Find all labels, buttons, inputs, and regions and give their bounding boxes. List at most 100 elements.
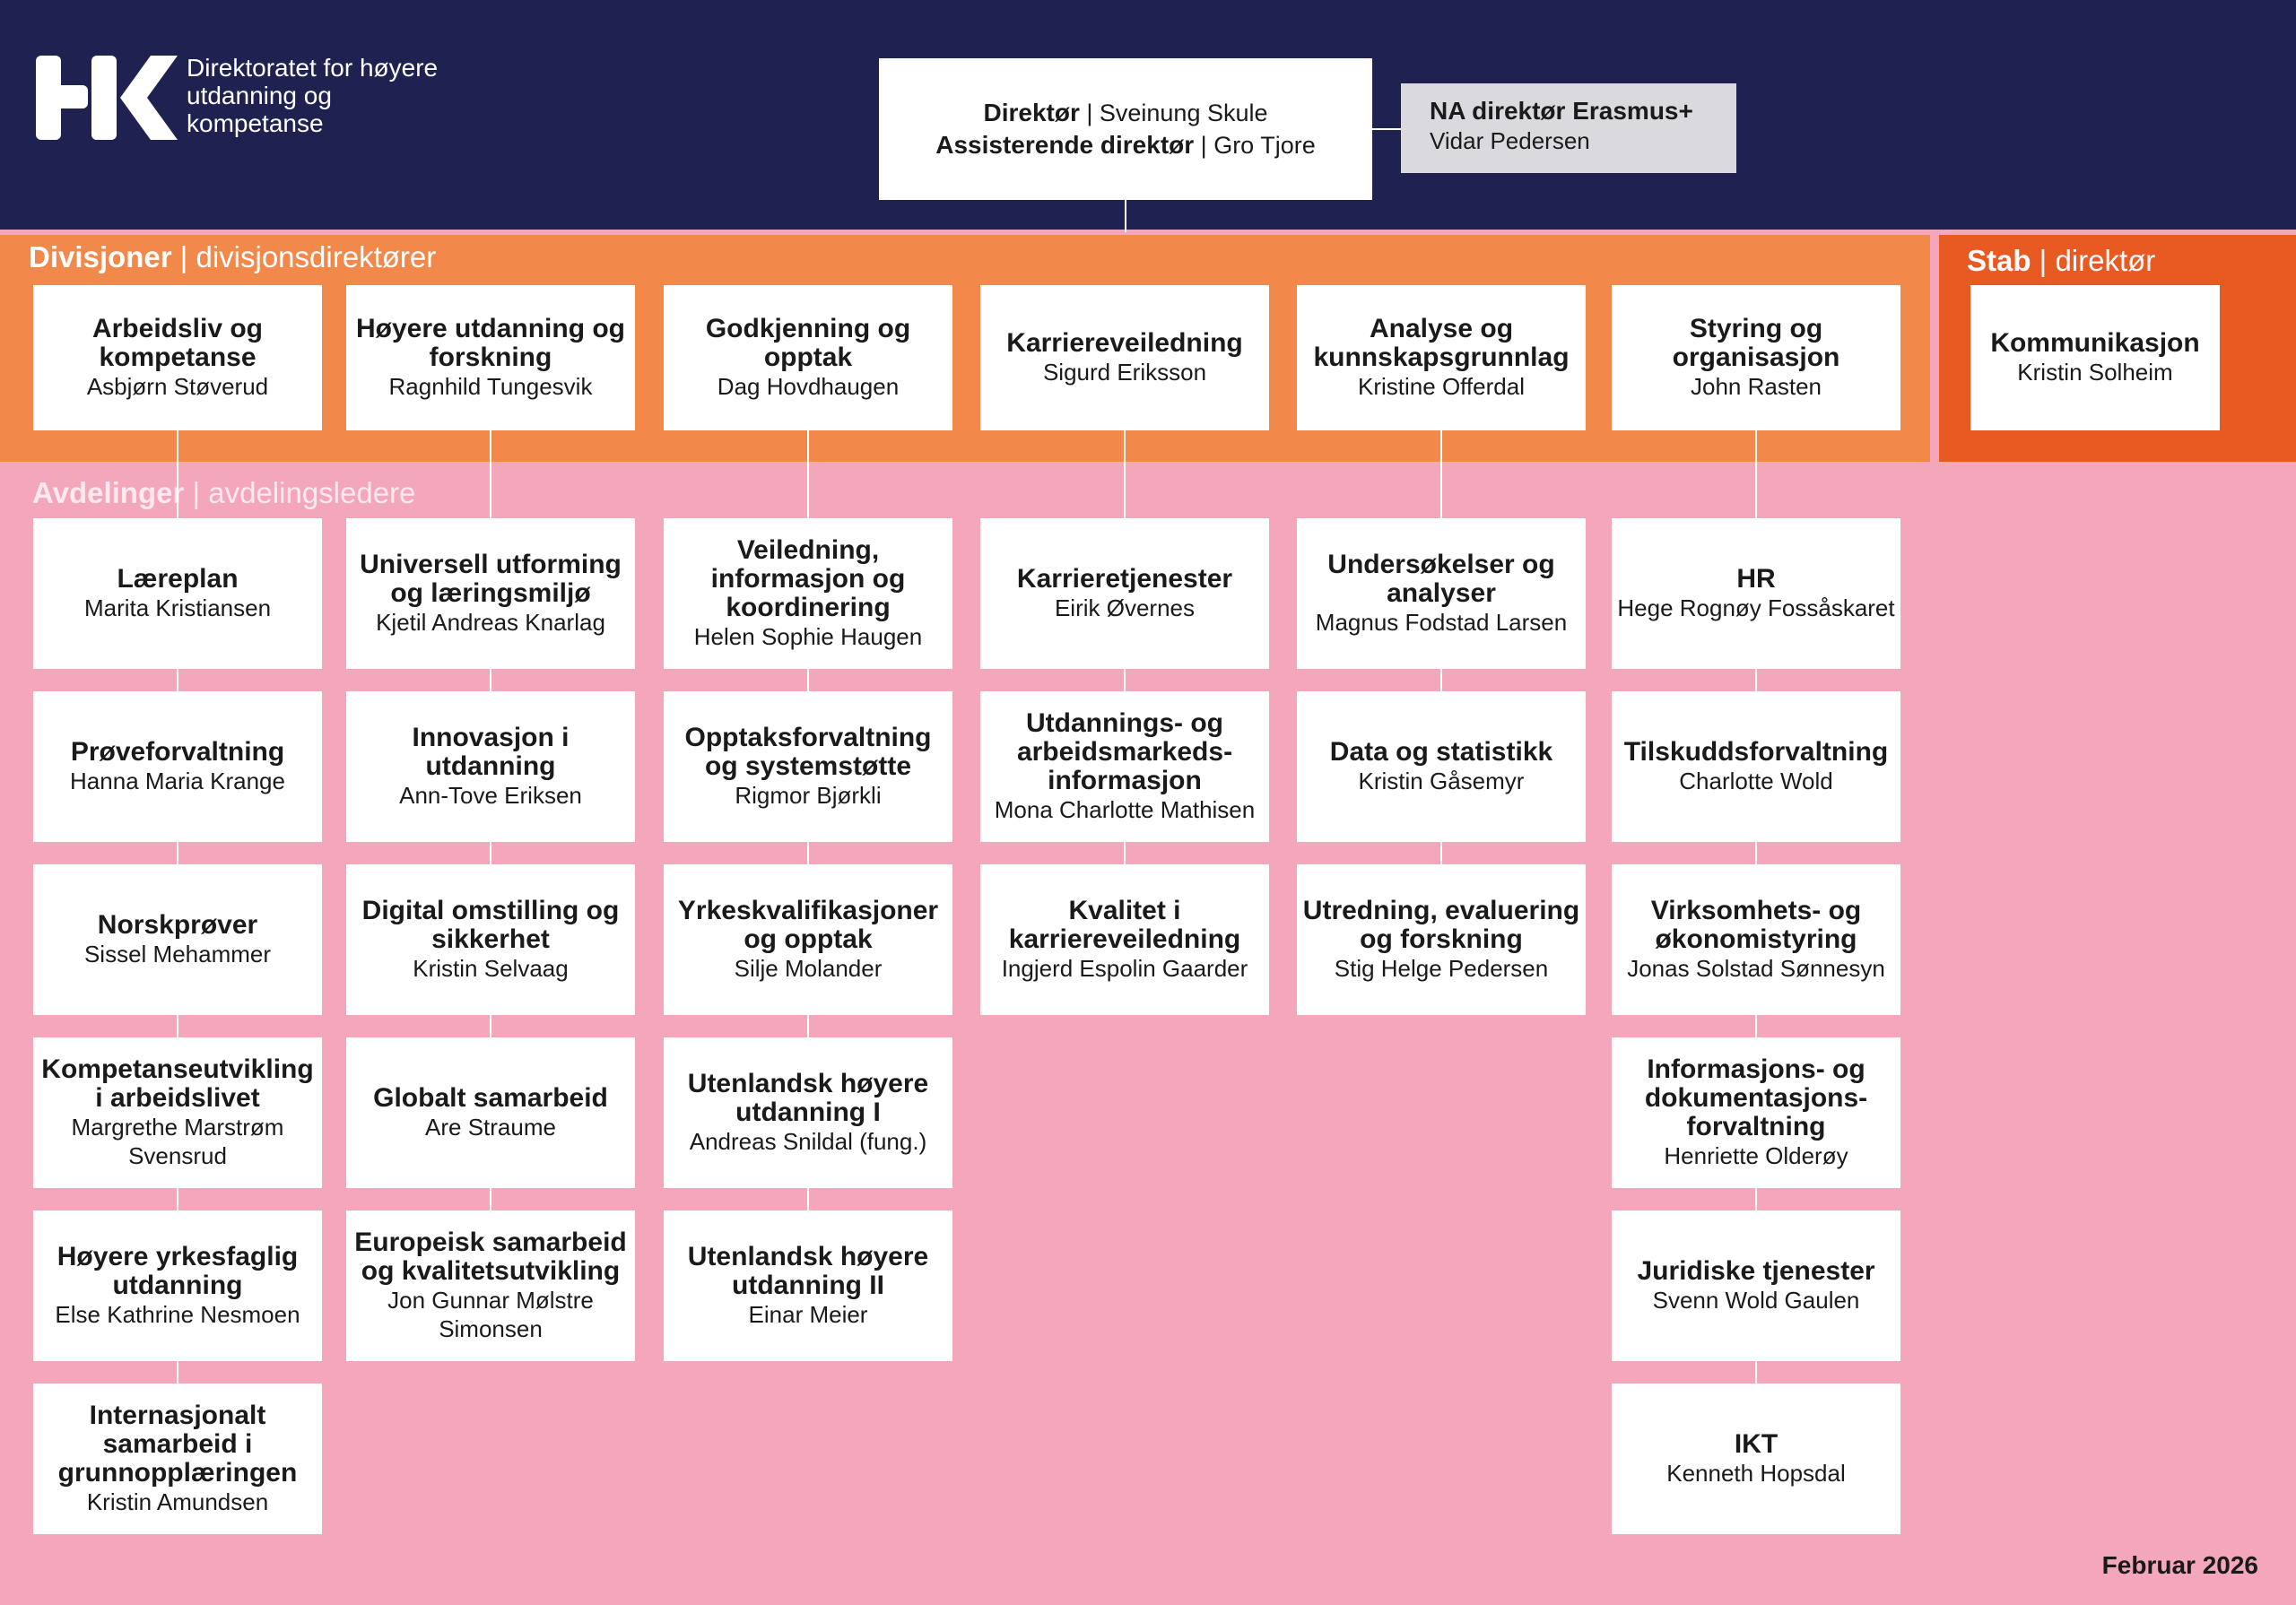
department-box-1-3-leader: Sissel Mehammer [83,941,272,967]
division-connector-2 [490,430,491,1286]
department-box-2-5-title: Europeisk samarbeid og kvalitetsutviklin… [354,1228,627,1286]
department-box-1-5-leader: Else Kathrine Nesmoen [55,1301,300,1328]
division-box-6-title: Styring og organisasjon [1672,314,1840,372]
department-box-6-2-leader: Charlotte Wold [1679,768,1833,794]
department-box-5-1-leader: Magnus Fodstad Larsen [1315,609,1568,636]
department-box-6-3-leader: Jonas Solstad Sønnesyn [1627,955,1885,982]
department-box-1-6-leader: Kristin Amundsen [86,1488,269,1515]
department-box-3-2-leader: Rigmor Bjørkli [735,782,882,809]
department-box-3-5-leader: Einar Meier [748,1301,868,1328]
department-box-4-2-leader: Mona Charlotte Mathisen [994,796,1256,823]
department-box-6-4-title: Informasjons- og dokumentasjons-forvaltn… [1644,1054,1868,1141]
department-box-2-2-title: Innovasjon i utdanning [412,723,570,781]
na-director-title: NA direktør Erasmus+ [1430,97,1693,125]
department-box-1-5-title: Høyere yrkesfaglig utdanning [57,1242,299,1300]
division-box-2-title: Høyere utdanning og forskning [356,314,625,372]
department-box-2-1-leader: Kjetil Andreas Knarlag [376,609,605,636]
department-box-6-1-title: HR [1736,564,1776,594]
department-box-1-3-title: Norskprøver [97,910,258,940]
department-box-2-4-title: Globalt samarbeid [373,1083,608,1113]
department-box-1-6: Internasjonalt samarbeid i grunnopplærin… [33,1384,322,1534]
department-box-3-4-leader: Andreas Snildal (fung.) [689,1128,927,1155]
department-box-4-3-leader: Ingjerd Espolin Gaarder [1001,955,1248,982]
department-box-3-3-title: Yrkeskvalifikasjoner og opptak [677,896,939,954]
division-box-5-title: Analyse og kunnskapsgrunnlag [1313,314,1570,372]
department-box-3-4-title: Utenlandsk høyere utdanning I [687,1069,929,1127]
department-box-2-3-leader: Kristin Selvaag [413,955,569,982]
stab-box: Kommunikasjon Kristin Solheim [1970,285,2220,430]
department-box-6-1-leader: Hege Rognøy Fossåskaret [1617,594,1895,621]
division-connector-3 [807,430,809,1286]
department-box-6-6-leader: Kenneth Hopsdal [1666,1460,1846,1487]
department-box-6-2-title: Tilskuddsforvaltning [1623,737,1889,767]
department-box-6-5-title: Juridiske tjenester [1637,1256,1875,1286]
department-box-1-4-leader: Margrethe Marstrøm Svensrud [71,1114,284,1169]
department-box-5-3-leader: Stig Helge Pedersen [1334,955,1549,982]
division-connector-4 [1124,430,1126,940]
department-box-1-1-title: Læreplan [117,564,239,594]
department-box-2-1-title: Universell utforming og læringsmiljø [360,550,622,608]
department-box-5-2-title: Data og statistikk [1329,737,1553,767]
department-box-1-1-leader: Marita Kristiansen [83,594,272,621]
department-box-5-3-title: Utredning, evaluering og forskning [1302,896,1580,954]
division-box-4-leader: Sigurd Eriksson [1042,359,1207,386]
department-box-6-3-title: Virksomhets- og økonomistyring [1650,896,1862,954]
director-divisions-connector [1125,200,1126,232]
department-box-6-4-leader: Henriette Olderøy [1664,1142,1848,1169]
na-director-box: NA direktør Erasmus+ Vidar Pedersen [1401,83,1736,173]
stab-title: Kommunikasjon [1990,328,2200,358]
department-box-2-5: Europeisk samarbeid og kvalitetsutviklin… [346,1210,635,1361]
org-name: Direktoratet for høyere utdanning og kom… [187,54,439,137]
departments-label: Avdelinger | avdelingsledere [32,476,416,509]
division-box-1-title: Arbeidsliv og kompetanse [91,314,264,372]
hk-logo [36,56,178,140]
division-box-5-leader: Kristine Offerdal [1358,373,1525,400]
department-box-5-1-title: Undersøkelser og analyser [1327,550,1555,608]
department-box-4-2: Utdannings- og arbeidsmarkeds-informasjo… [980,691,1269,842]
department-box-1-2-leader: Hanna Maria Krange [70,768,285,794]
assistant-director-title: Assisterende direktør [935,131,1195,159]
na-director-name: Vidar Pedersen [1430,127,1590,154]
department-box-3-5-title: Utenlandsk høyere utdanning II [687,1242,929,1300]
department-box-2-3-title: Digital omstilling og sikkerhet [361,896,620,954]
division-connector-5 [1440,430,1442,940]
department-box-4-3-title: Kvalitet i karriereveiledning [1008,896,1241,954]
director-name: Sveinung Skule [1099,100,1268,126]
division-box-2-leader: Ragnhild Tungesvik [388,373,593,400]
department-box-3-1-title: Veiledning, informasjon og koordinering [710,535,906,622]
department-box-4-1-title: Karrieretjenester [1016,564,1233,594]
footer-date: Februar 2026 [2101,1551,2258,1579]
divisions-label: Divisjoner | divisjonsdirektører [29,240,437,273]
department-box-6-6-title: IKT [1734,1429,1779,1459]
division-box-3-leader: Dag Hovdhaugen [717,373,900,400]
department-box-2-5-leader: Jon Gunnar Mølstre Simonsen [387,1287,594,1342]
director-title: Direktør [983,99,1080,126]
stab-leader: Kristin Solheim [2017,359,2173,386]
department-box-6-4: Informasjons- og dokumentasjons-forvaltn… [1612,1037,1900,1188]
division-box-4-title: Karriereveiledning [1006,328,1243,358]
